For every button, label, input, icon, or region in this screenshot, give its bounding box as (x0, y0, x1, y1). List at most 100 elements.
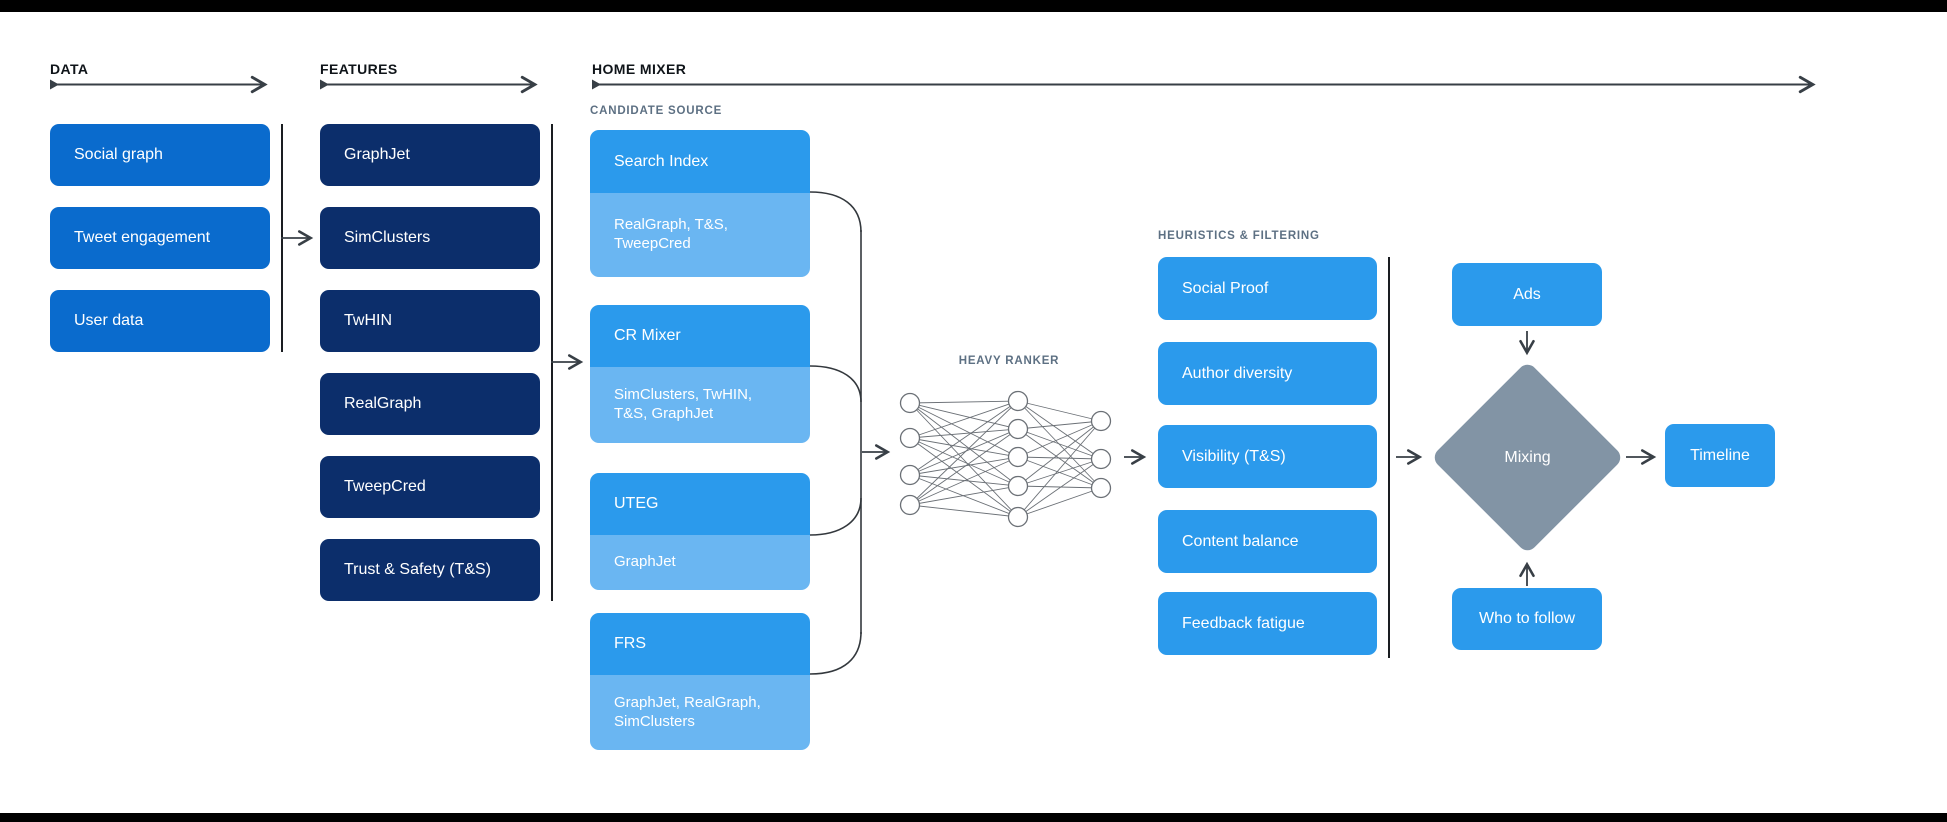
data-box-user-data: User data (50, 290, 270, 352)
nn-edge (909, 437, 1019, 487)
nn-edge (1017, 487, 1102, 518)
heuristics-column-divider (1388, 257, 1390, 658)
heuristic-box-label: Content balance (1182, 532, 1299, 550)
heavy-ranker-label: HEAVY RANKER (958, 355, 1060, 367)
feature-box-label: TweepCred (344, 478, 426, 495)
curve-cr-mixer (809, 365, 862, 403)
nn-node (1007, 446, 1029, 468)
mixing-diamond-label: Mixing (1459, 389, 1596, 526)
nn-edge (909, 456, 1019, 476)
axis-start-triangle (592, 79, 601, 90)
candidate-box-frs: FRS (590, 613, 810, 675)
heuristic-box-feedback-fatigue: Feedback fatigue (1158, 592, 1377, 655)
feature-box-graphjet: GraphJet (320, 124, 540, 186)
ads-box: Ads (1452, 263, 1602, 326)
nn-edge (909, 437, 1019, 518)
feature-box-label: RealGraph (344, 395, 422, 412)
nn-edge (1017, 420, 1102, 487)
nn-edge (1017, 428, 1102, 460)
candidate-sources-search-index: RealGraph, T&S, TweepCred (590, 193, 810, 277)
heuristic-box-author-diversity: Author diversity (1158, 342, 1377, 405)
nn-edge (909, 402, 1019, 430)
nn-edge (1017, 420, 1102, 430)
candidate-sources-frs: GraphJet, RealGraph, SimClusters (590, 675, 810, 750)
curve-uteg (809, 497, 862, 536)
bottom-black-bar (0, 813, 1947, 822)
mixing-label-text: Mixing (1504, 448, 1551, 466)
candidate-sources-text: GraphJet, RealGraph, SimClusters (614, 693, 761, 730)
nn-node (899, 392, 921, 414)
candidate-merge-curves (809, 191, 862, 675)
candidate-sources-cr-mixer: SimClusters, TwHIN, T&S, GraphJet (590, 367, 810, 443)
curve-frs (809, 631, 862, 675)
data-section-title: DATA (50, 61, 89, 77)
nn-node (1090, 410, 1112, 432)
nn-edge (909, 474, 1019, 518)
nn-edge (909, 400, 1019, 506)
axis-start-triangle (320, 79, 329, 90)
candidate-box-title: CR Mixer (614, 327, 681, 344)
nn-node (899, 494, 921, 516)
nn-edge (1017, 420, 1102, 518)
feature-box-simclusters: SimClusters (320, 207, 540, 269)
nn-edge (909, 428, 1019, 476)
candidate-sources-text: RealGraph, T&S, TweepCred (614, 216, 728, 252)
nn-edge (909, 402, 1019, 518)
nn-edge (909, 400, 1019, 439)
nn-edge (1017, 400, 1102, 489)
nn-edge (1017, 456, 1102, 460)
candidate-source-label: CANDIDATE SOURCE (590, 105, 723, 117)
axis-start-triangle (50, 79, 59, 90)
nn-edge (909, 428, 1019, 439)
nn-node (1090, 477, 1112, 499)
nn-edge (909, 456, 1019, 506)
data-box-tweet-engagement: Tweet engagement (50, 207, 270, 269)
who-to-follow-box: Who to follow (1452, 588, 1602, 650)
nn-node (1007, 475, 1029, 497)
ads-box-label: Ads (1513, 285, 1541, 303)
top-black-bar (0, 0, 1947, 12)
nn-edge (1017, 458, 1102, 487)
nn-node (1007, 506, 1029, 528)
heuristic-box-social-proof: Social Proof (1158, 257, 1377, 320)
neural-network-nodes (899, 390, 1112, 528)
candidate-box-search-index: Search Index (590, 130, 810, 193)
nn-node (1090, 448, 1112, 470)
neural-network-edges (909, 400, 1102, 518)
nn-node (1007, 418, 1029, 440)
feature-box-trust-safety: Trust & Safety (T&S) (320, 539, 540, 601)
feature-box-realgraph: RealGraph (320, 373, 540, 435)
nn-edge (1017, 456, 1102, 489)
nn-node (899, 427, 921, 449)
section-axis-arrows (50, 75, 1816, 94)
heuristic-box-label: Feedback fatigue (1182, 614, 1305, 632)
candidate-sources-text: GraphJet (614, 553, 676, 571)
nn-node (899, 464, 921, 486)
who-to-follow-label: Who to follow (1478, 610, 1576, 627)
curve-search-index (809, 191, 862, 233)
nn-edge (909, 402, 1019, 487)
nn-edge (1017, 458, 1102, 518)
nn-edge (909, 485, 1019, 506)
heuristic-box-label: Social Proof (1182, 279, 1269, 297)
data-box-social-graph: Social graph (50, 124, 270, 186)
features-column-divider (551, 124, 553, 601)
nn-edge (909, 400, 1019, 404)
feature-box-label: Trust & Safety (T&S) (344, 561, 491, 578)
features-section-title: FEATURES (320, 61, 398, 77)
nn-edge (1017, 400, 1102, 460)
candidate-sources-text: SimClusters, TwHIN, T&S, GraphJet (614, 386, 753, 422)
data-column-divider (281, 124, 283, 352)
timeline-box-label: Timeline (1690, 446, 1750, 464)
nn-edge (909, 428, 1019, 506)
feature-box-label: GraphJet (344, 146, 410, 163)
candidate-sources-uteg: GraphJet (590, 535, 810, 590)
nn-edge (1017, 420, 1102, 458)
data-box-label: User data (74, 312, 144, 329)
feature-box-label: TwHIN (344, 312, 392, 329)
nn-edge (909, 400, 1019, 476)
nn-edge (1017, 400, 1102, 422)
nn-edge (909, 504, 1019, 518)
